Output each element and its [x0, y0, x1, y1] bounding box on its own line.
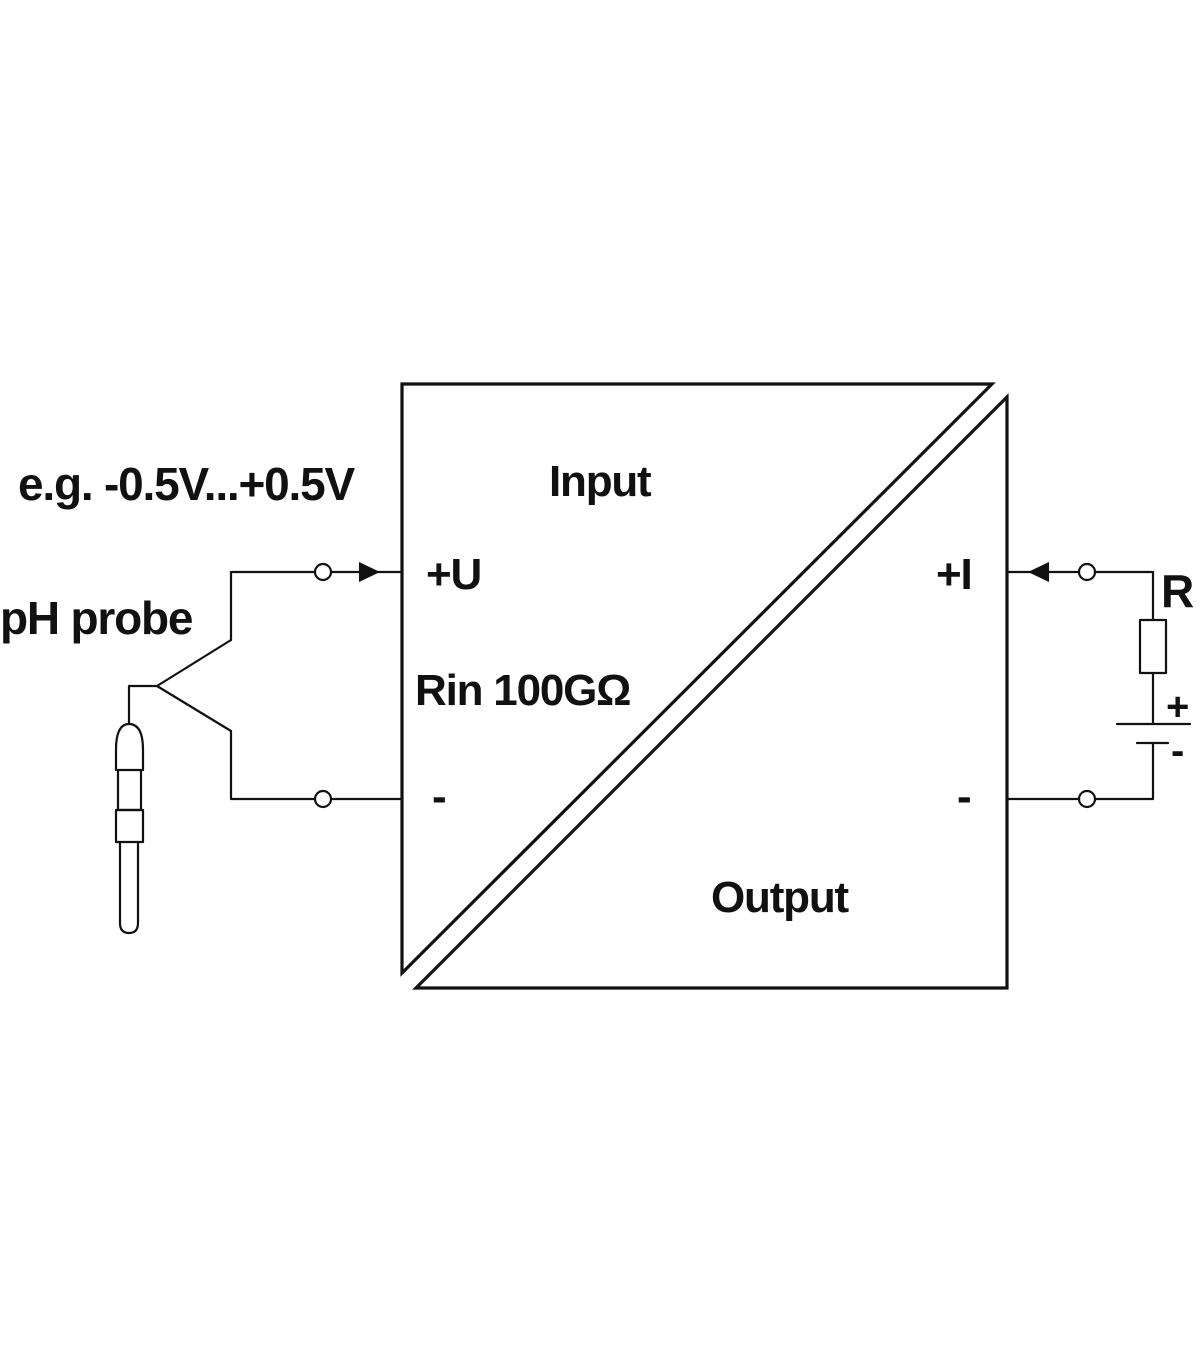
- source-minus-label: -: [1171, 729, 1183, 773]
- input-plus-label: +U: [426, 550, 481, 599]
- output-label: Output: [711, 873, 850, 922]
- input-label: Input: [549, 457, 652, 506]
- input-minus-terminal[interactable]: [313, 789, 333, 809]
- voltage-range-label: e.g. -0.5V...+0.5V: [18, 458, 355, 510]
- input-plus-arrow: [359, 562, 380, 582]
- output-plus-terminal[interactable]: [1077, 562, 1097, 582]
- output-section-triangle: [412, 393, 1009, 990]
- probe-minus-lead: [229, 729, 316, 801]
- output-minus-label: -: [957, 772, 970, 821]
- probe-cable: [127, 684, 159, 726]
- output-plus-label: +I: [936, 550, 972, 599]
- input-minus-label: -: [432, 772, 445, 821]
- input-section-triangle: [400, 382, 996, 977]
- output-minus-terminal[interactable]: [1077, 789, 1097, 809]
- input-resistance-label: Rin 100GΩ: [415, 666, 630, 715]
- load-loop-top: [1094, 570, 1155, 622]
- probe-label: pH probe: [0, 592, 193, 644]
- source-plus-label: +: [1166, 685, 1188, 729]
- probe-plus-lead: [229, 570, 316, 642]
- input-plus-terminal[interactable]: [313, 562, 333, 582]
- probe-junction: [155, 638, 233, 733]
- ph-probe-icon: [114, 722, 145, 935]
- resistor-label: R: [1161, 565, 1194, 617]
- resistor-icon: [1138, 618, 1168, 675]
- output-plus-arrow: [1028, 562, 1049, 582]
- load-loop-bottom: [1094, 741, 1155, 801]
